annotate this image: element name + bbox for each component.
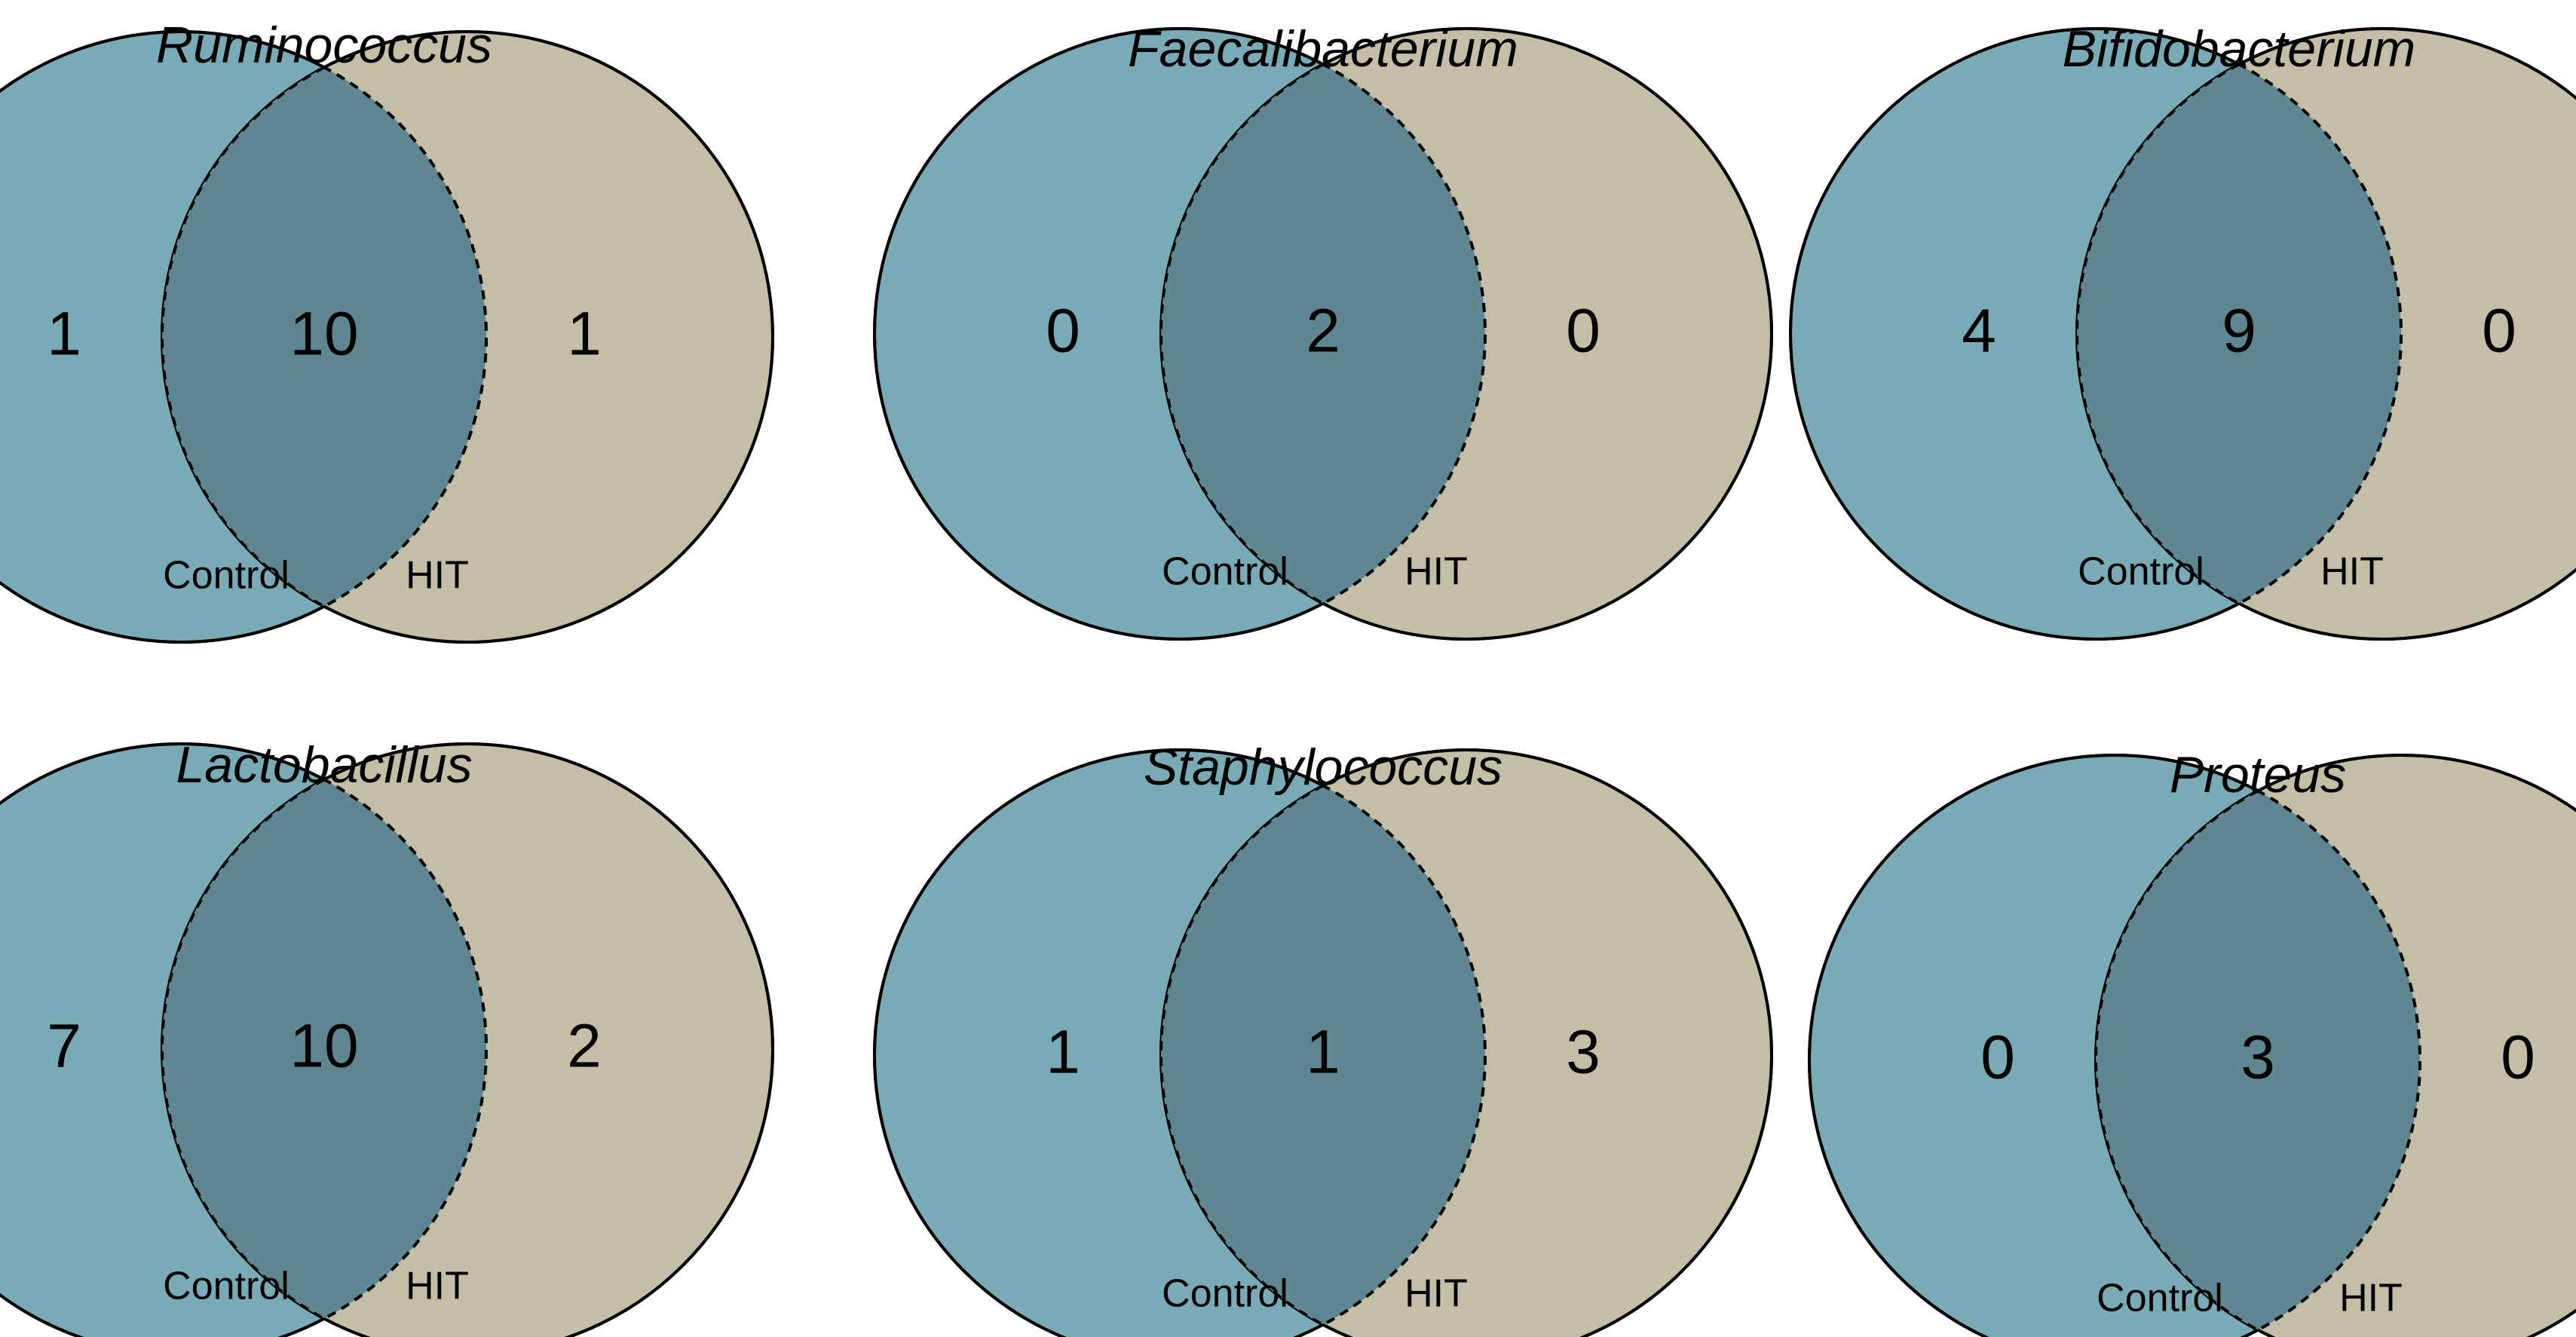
hit-outline [2238,27,2576,641]
genus-title: Ruminococcus [156,17,492,74]
control-only-count: 4 [1962,297,1996,366]
control-set-label: Control [163,554,289,598]
control-outline [0,742,325,1337]
genus-title: Bifidobacterium [2063,20,2416,78]
genus-title: Faecalibacterium [1128,20,1518,78]
overlap-region [162,32,486,642]
hit-set-label: HIT [1404,550,1468,594]
hit-only-count: 2 [567,1012,602,1081]
overlap-region [1161,29,1485,639]
overlap-region [2077,29,2401,639]
hit-outline [1322,748,1773,1337]
control-only-count: 7 [47,1012,81,1081]
hit-only-count: 1 [567,300,602,369]
control-only-count: 0 [1980,1023,2015,1092]
hit-set-label: HIT [2339,1277,2403,1320]
hit-outline [323,30,774,644]
control-set-label: Control [2078,550,2204,594]
hit-set-label: HIT [406,1265,469,1308]
control-only-count: 0 [1046,297,1080,366]
control-outline [873,748,1324,1337]
hit-outline [323,742,774,1337]
genus-title: Staphylococcus [1144,739,1502,796]
control-outline [1808,754,2259,1337]
overlap-region [2096,755,2420,1337]
shared-count: 3 [2241,1023,2275,1092]
hit-outline [1322,27,1773,641]
control-set-label: Control [2097,1277,2223,1320]
overlap-region [1161,750,1485,1337]
genus-title: Lactobacillus [176,736,472,794]
control-set-label: Control [163,1265,289,1308]
genus-title: Proteus [2170,746,2346,803]
hit-only-count: 0 [2482,297,2516,366]
control-outline [0,30,325,644]
control-only-count: 1 [1046,1018,1080,1087]
hit-set-label: HIT [406,554,469,598]
control-set-label: Control [1162,1272,1288,1316]
hit-only-count: 3 [1566,1018,1600,1087]
hit-only-count: 0 [1566,297,1600,366]
hit-only-count: 0 [2501,1023,2535,1092]
shared-count: 2 [1306,297,1340,366]
shared-count: 10 [289,1012,358,1081]
control-only-count: 1 [47,300,81,369]
hit-outline [2257,754,2576,1337]
control-outline [873,27,1324,641]
hit-set-label: HIT [2320,550,2384,594]
control-set-label: Control [1162,550,1288,594]
hit-set-label: HIT [1404,1272,1468,1316]
shared-count: 10 [289,300,358,369]
control-outline [1789,27,2240,641]
overlap-region [162,744,486,1337]
shared-count: 1 [1306,1018,1340,1087]
shared-count: 9 [2222,297,2256,366]
